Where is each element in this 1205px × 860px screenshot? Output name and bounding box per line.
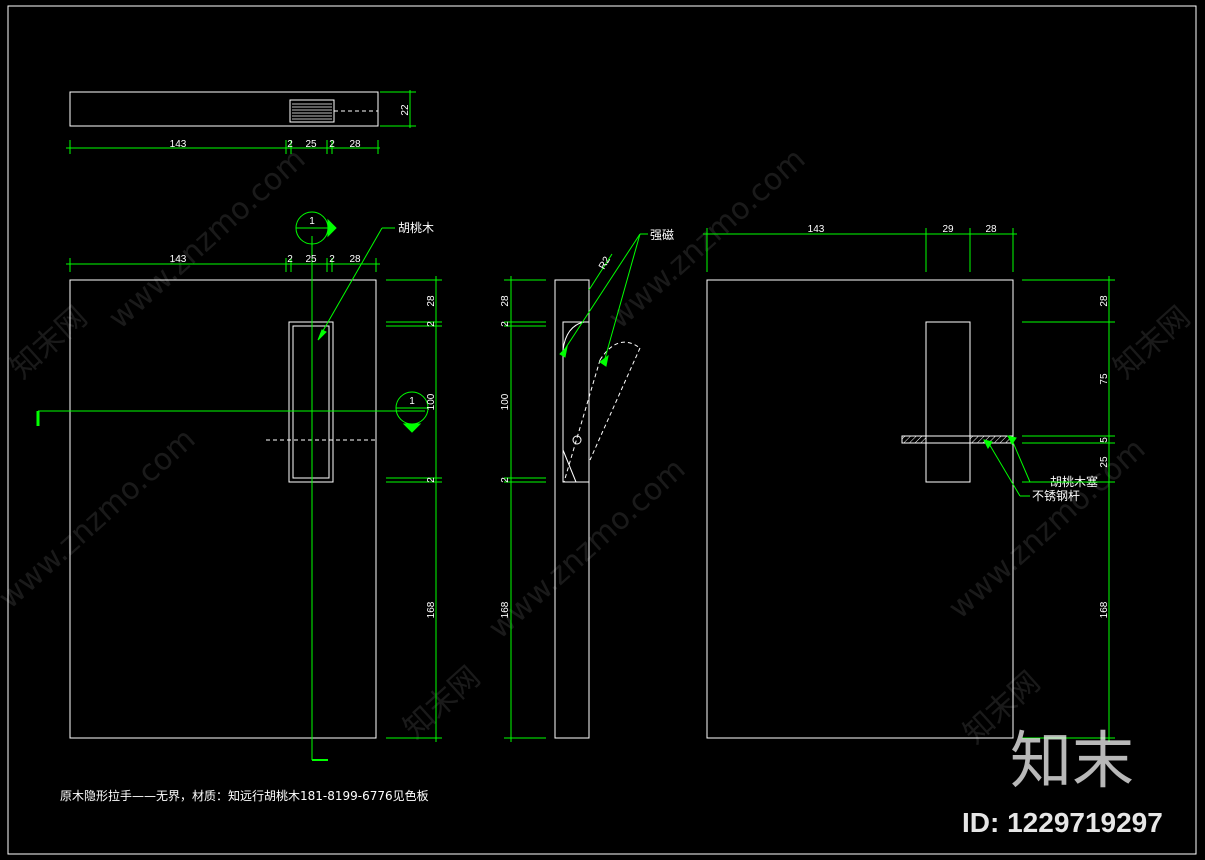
front-dim-slot: 25 [305, 254, 317, 265]
side-view-outline [554, 279, 590, 739]
front-dim-top: 28 [426, 295, 437, 307]
front-right-dimension-lines [386, 276, 442, 742]
front-view-handle-inner [292, 325, 330, 479]
section-marker-top-number: 1 [309, 216, 315, 227]
front-dim-edge: 28 [349, 254, 361, 265]
front-dim-gap-bottom: 2 [426, 477, 437, 483]
watermark-brand-2: 知末网 [397, 660, 487, 746]
front-view: 1 1 胡桃木 143 2 25 2 28 2 [36, 211, 442, 761]
back-dim-top: 28 [1099, 295, 1110, 307]
side-view-handle-curve [562, 321, 585, 351]
back-top-dimension-lines [703, 228, 1017, 272]
top-dim-thickness: 22 [400, 104, 411, 116]
front-dim-gap-b: 2 [329, 254, 335, 265]
back-dim-slot: 29 [942, 224, 954, 235]
back-callout-rod: 不锈钢杆 [1032, 489, 1080, 503]
side-view-open-state [563, 341, 641, 483]
watermark-layer: www.znzmo.com www.znzmo.com www.znzmo.co… [0, 142, 1197, 751]
side-view-handle-foot [562, 449, 577, 483]
back-right-dimension-lines [1022, 276, 1115, 742]
drawing-frame [7, 5, 1197, 855]
top-view: 143 2 25 2 28 22 [66, 90, 416, 154]
top-view-outline [69, 91, 379, 127]
front-dim-gap-a: 2 [287, 254, 293, 265]
top-dim-gap-b: 2 [329, 139, 335, 150]
top-dim-gap-a: 2 [287, 139, 293, 150]
front-dim-width: 143 [170, 254, 187, 265]
watermark-url-1: www.znzmo.com [102, 142, 312, 336]
front-top-dimension-lines [66, 258, 380, 272]
front-view-handle-outer [288, 321, 334, 483]
back-view-rod-inside-slot [925, 435, 971, 444]
top-view-dimension-lines [66, 90, 416, 154]
side-left-dimension-lines [504, 276, 546, 742]
side-dim-top: 28 [500, 295, 511, 307]
front-dim-bottom: 168 [426, 601, 437, 618]
front-dim-gap-top: 2 [426, 321, 437, 327]
front-callout-material: 胡桃木 [398, 220, 434, 235]
back-dim-bottom: 168 [1099, 601, 1110, 618]
section-marker-top [295, 211, 337, 245]
side-dim-gap-bottom: 2 [500, 477, 511, 483]
top-view-slot-lines [292, 103, 332, 120]
front-view-outline [69, 279, 377, 739]
drawing-caption: 原木隐形拉手——无界，材质：知远行胡桃木181-8199-6776见色板 [60, 788, 429, 803]
side-dim-gap-top: 2 [500, 321, 511, 327]
watermark-url-4: www.znzmo.com [482, 452, 692, 646]
watermark-id: ID: 1229719297 [962, 807, 1163, 838]
back-dim-lower: 25 [1099, 456, 1110, 468]
side-dim-middle: 100 [500, 393, 511, 410]
side-callout-leaders [559, 233, 648, 367]
top-dim-width: 143 [170, 139, 187, 150]
back-view: 胡桃木塞 不锈钢杆 143 29 28 28 75 5 25 168 [703, 224, 1115, 742]
back-dim-width: 143 [808, 224, 825, 235]
section-marker-right [395, 391, 429, 433]
back-callout-leaders [983, 435, 1048, 497]
watermark-url-5: www.znzmo.com [942, 432, 1152, 626]
front-dim-middle: 100 [426, 393, 437, 410]
side-callout-magnet: 强磁 [650, 227, 674, 242]
back-view-outline [706, 279, 1014, 739]
top-dim-edge: 28 [349, 139, 361, 150]
back-dim-edge: 28 [985, 224, 997, 235]
watermark-brand-1: 知末网 [4, 300, 94, 386]
back-dim-middle: 75 [1099, 373, 1110, 385]
back-view-slot [925, 321, 971, 483]
section-marker-right-number: 1 [409, 396, 415, 407]
top-dim-slot: 25 [305, 139, 317, 150]
back-dim-rod: 5 [1099, 437, 1110, 443]
side-view: R2 强磁 28 2 100 2 168 [500, 227, 674, 742]
front-callout-leader [317, 227, 395, 341]
side-view-pivot [572, 435, 582, 445]
side-dim-bottom: 168 [500, 601, 511, 618]
watermark-url-3: www.znzmo.com [0, 422, 202, 616]
watermark-logo: 知末 [1010, 724, 1134, 797]
side-radius-label: R2 [597, 255, 613, 272]
watermark-brand-3: 知末网 [1107, 300, 1197, 386]
